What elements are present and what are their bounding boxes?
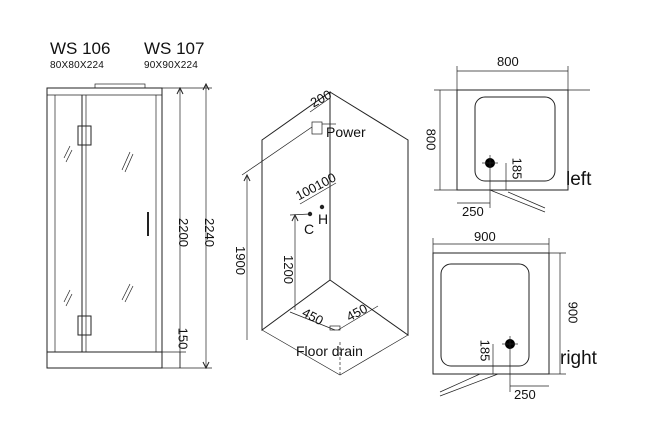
plan-left-drain-x: 250 [462,204,484,219]
dim-100100 [299,182,337,205]
cold-label: C [304,221,315,237]
glass-reflection [124,153,134,173]
dim-label-2200: 2200 [175,218,191,247]
glass-reflection [121,283,131,301]
front-elevation [46,82,212,370]
iso-back-right-wall [329,91,409,336]
tray-outline [432,252,550,375]
plan-right-drain-y: 185 [477,339,493,362]
plan-right-width: 900 [474,229,496,244]
model-size-ws107: 90X90X224 [144,60,199,71]
dim-drain-y [337,305,379,331]
power-outlet [311,121,323,135]
arrow [243,173,251,182]
tray-inner [440,263,530,367]
arrow [176,86,184,95]
top-cap [94,83,146,89]
door-swing [489,189,546,213]
hinge-bottom [77,315,92,336]
model-size-ws106: 80X80X224 [50,60,105,71]
plan-right-label: right [560,348,597,369]
plan-right [432,238,566,397]
plan-left-drain-y: 185 [509,157,525,180]
arrow [291,213,299,222]
floor-drain [329,325,341,331]
dim-tick [241,126,313,176]
plan-left-width: 800 [497,54,519,69]
isometric-view [241,91,409,376]
arrow [202,82,210,91]
plan-left [434,66,590,213]
arrow [202,361,210,370]
plan-left-label: left [566,169,592,190]
dim-label-1900: 1900 [232,246,248,275]
dim-label-2240: 2240 [201,218,217,247]
glass-reflection [124,285,134,303]
hinge-top [77,125,92,146]
dim-tick [289,213,311,216]
glass-reflection [65,293,73,307]
dim-200 [309,97,331,113]
floor-drain-label: Floor drain [296,343,363,359]
dim-drain-x [289,311,336,331]
model-name-ws107: WS 107 [144,39,205,58]
glass-reflection [63,289,71,303]
door-swing [439,373,481,393]
hot-label: H [318,211,329,227]
door-swing [439,373,499,397]
model-name-ws106: WS 106 [50,39,111,58]
plan-left-depth: 800 [423,128,439,151]
door-swing [507,191,546,209]
dim-label-150: 150 [175,327,191,350]
plan-right-depth: 900 [565,301,581,324]
tray-inner [474,96,556,182]
cabin-outline [46,87,163,369]
tray-outline [456,89,569,191]
plan-right-drain-x: 250 [514,387,536,402]
glass-reflection [63,145,71,159]
dim-label-1200: 1200 [280,255,296,284]
glass-reflection [121,151,131,171]
power-label: Power [326,124,366,140]
tap-hot-point [319,204,325,210]
glass-reflection [65,149,73,163]
